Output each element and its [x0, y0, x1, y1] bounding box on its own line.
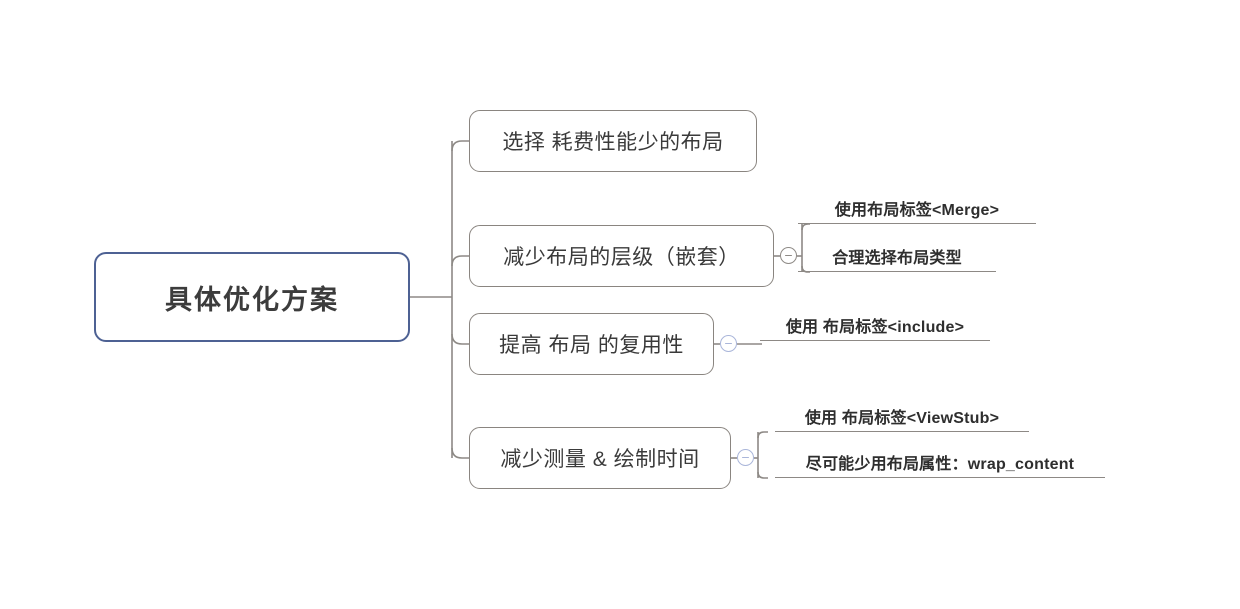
elbow-branch-2: [451, 333, 469, 345]
leaf-item-3-1[interactable]: 尽可能少用布局属性：wrap_content: [775, 450, 1105, 478]
leaf-item-3-0[interactable]: 使用 布局标签<ViewStub>: [775, 404, 1029, 432]
collapse-toggle-branch-3[interactable]: [737, 449, 754, 466]
collapse-toggle-branch-2[interactable]: [720, 335, 737, 352]
elbow-branch-0: [451, 140, 469, 152]
branch-node-2[interactable]: 提高 布局 的复用性: [469, 313, 714, 375]
branch-node-1[interactable]: 减少布局的层级（嵌套）: [469, 225, 774, 287]
branch-node-2-label: 提高 布局 的复用性: [499, 334, 684, 357]
elbow-branch-1: [451, 255, 469, 267]
branch-node-0[interactable]: 选择 耗费性能少的布局: [469, 110, 757, 172]
leaf-item-3-0-label: 使用 布局标签<ViewStub>: [804, 410, 1000, 427]
root-node[interactable]: 具体优化方案: [94, 252, 410, 342]
minus-icon: [725, 342, 732, 345]
leaf-item-2-0-label: 使用 布局标签<include>: [785, 319, 965, 336]
leaf-item-3-1-label: 尽可能少用布局属性：wrap_content: [805, 456, 1075, 473]
branch-node-0-label: 选择 耗费性能少的布局: [502, 131, 724, 154]
collapse-toggle-branch-1[interactable]: [780, 247, 797, 264]
elbow-branch-3: [451, 447, 469, 459]
branch-node-3-label: 减少测量 & 绘制时间: [500, 448, 700, 471]
leaf-item-1-1[interactable]: 合理选择布局类型: [798, 244, 996, 272]
subelbow-1-0: [801, 223, 810, 231]
root-node-label: 具体优化方案: [165, 284, 339, 315]
leaf-item-1-0[interactable]: 使用布局标签<Merge>: [798, 196, 1036, 224]
leaf-item-1-1-label: 合理选择布局类型: [832, 250, 962, 267]
subelbow-3-0: [757, 431, 768, 439]
minus-icon: [742, 456, 749, 459]
leaf-item-1-0-label: 使用布局标签<Merge>: [834, 202, 1000, 219]
branch-node-3[interactable]: 减少测量 & 绘制时间: [469, 427, 731, 489]
minus-icon: [785, 254, 792, 257]
leaf-item-2-0[interactable]: 使用 布局标签<include>: [760, 312, 990, 341]
branch-node-1-label: 减少布局的层级（嵌套）: [503, 246, 740, 269]
subelbow-3-1: [757, 471, 768, 479]
